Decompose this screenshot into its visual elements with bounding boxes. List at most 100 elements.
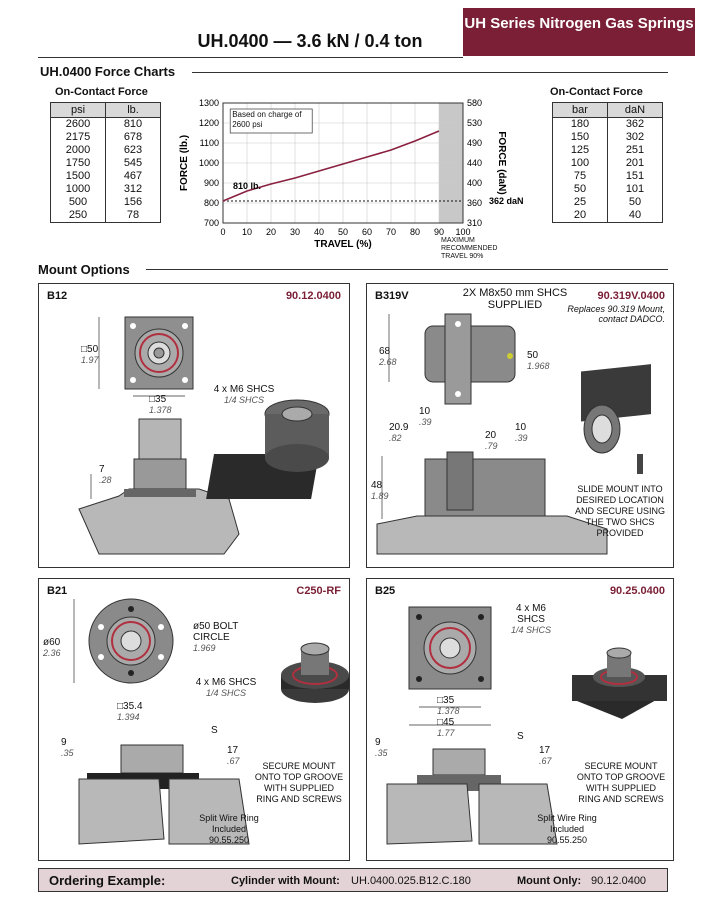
b21-screws-in: 1/4 SHCS <box>205 688 247 698</box>
mount-heading-rule <box>146 269 668 270</box>
right-cell: 302 <box>607 131 663 144</box>
left-cell: 545 <box>105 157 161 170</box>
b21-bolt-in: 1.969 <box>193 643 216 653</box>
y2-tick-label: 310 <box>467 218 482 228</box>
charge-note-box <box>229 108 313 134</box>
b319v-d48-in: 1.89 <box>371 491 389 501</box>
y-tick-label: 800 <box>204 198 219 208</box>
page-title: UH.0400 — 3.6 kN / 0.4 ton <box>197 31 423 51</box>
col-bar: bar <box>552 102 608 118</box>
b319v-name: B319V <box>375 290 409 302</box>
b21-dim-17: 17.67 <box>227 745 240 767</box>
b21-d17: 17 <box>227 745 239 756</box>
b25-d17-in: .67 <box>539 756 552 766</box>
b21-drawing <box>73 598 349 845</box>
y2-tick-label: 400 <box>467 178 482 188</box>
left-cell: 810 <box>105 117 161 131</box>
left-cell: 2175 <box>50 131 106 144</box>
b319v-drawing <box>376 313 651 555</box>
b319v-replaces: Replaces 90.319 Mount, contact DADCO. <box>567 304 665 324</box>
b21-ring: Split Wire Ring Included 90.55.250 <box>199 813 259 845</box>
b21-sq: □35.4 <box>117 701 143 712</box>
x-tick-label: 10 <box>242 227 252 237</box>
b319v-d20: 20 <box>485 430 497 441</box>
b25-dim-17: 17.67 <box>539 745 552 767</box>
b25-drawing <box>386 606 667 845</box>
b319v-d10b: 10 <box>515 422 527 433</box>
b12-screws: 4 x M6 SHCS <box>213 384 275 395</box>
right-cell: 362 <box>607 117 663 131</box>
right-cell: 50 <box>552 183 608 196</box>
shaded-note: MAXIMUM RECOMMENDED TRAVEL 90% <box>441 237 498 260</box>
right-cell: 100 <box>552 157 608 170</box>
y2-tick-label: 440 <box>467 158 482 168</box>
shaded-note-text: MAXIMUM RECOMMENDED TRAVEL 90% <box>441 237 498 260</box>
b21-note: SECURE MOUNT ONTO TOP GROOVE WITH SUPPLI… <box>254 761 344 804</box>
y-tick-label: 700 <box>204 218 219 228</box>
right-cell: 125 <box>552 144 608 157</box>
b319v-dim-10b: 10.39 <box>515 422 528 444</box>
b319v-dim-10a: 10.39 <box>419 406 432 428</box>
b12-sq-in: 1.97 <box>81 355 99 365</box>
b12-bc: □35 <box>149 394 167 405</box>
y2-axis-label: FORCE (daN) <box>496 131 507 194</box>
right-cell: 180 <box>552 117 608 131</box>
right-table-title: On-Contact Force <box>550 86 643 98</box>
left-cell: 1500 <box>50 170 106 183</box>
b25-code: 90.25.0400 <box>609 585 665 597</box>
b25-d9-in: .35 <box>375 748 388 758</box>
b21-dia-in: 2.36 <box>43 648 61 658</box>
b319v-d68: 68 <box>379 346 391 357</box>
right-cell: 40 <box>607 209 663 223</box>
force-heading-rule <box>192 72 668 73</box>
charge-note-text: Based on charge of 2600 psi <box>232 110 302 129</box>
b12-bc-in: 1.378 <box>149 405 172 415</box>
b319v-d50-in: 1.968 <box>527 361 550 371</box>
x-tick-label: 0 <box>220 227 225 237</box>
x-tick-label: 60 <box>362 227 372 237</box>
left-cell: 156 <box>105 196 161 209</box>
right-cell: 151 <box>607 170 663 183</box>
right-cell: 20 <box>552 209 608 223</box>
y2-tick-label: 490 <box>467 138 482 148</box>
b319v-code: 90.319V.0400 <box>597 290 666 302</box>
left-cell: 2000 <box>50 144 106 157</box>
b319v-d50: 50 <box>527 350 539 361</box>
b12-dim-h: 7.28 <box>99 464 112 486</box>
x-axis-label: TRAVEL (%) <box>314 239 371 250</box>
y-tick-label: 900 <box>204 178 219 188</box>
series-text: UH Series Nitrogen Gas Springs <box>464 15 694 32</box>
right-cell: 75 <box>552 170 608 183</box>
right-cell: 25 <box>552 196 608 209</box>
b319v-d10b-in: .39 <box>515 433 528 443</box>
b12-drawing <box>78 316 330 555</box>
b319v-d209: 20.9 <box>389 422 409 433</box>
b21-code: C250-RF <box>296 585 341 597</box>
b25-sq45: □45 <box>437 717 455 728</box>
x-tick-label: 20 <box>266 227 276 237</box>
right-cell: 50 <box>607 196 663 209</box>
y-tick-label: 1100 <box>200 138 219 148</box>
b21-d9: 9 <box>61 737 67 748</box>
b12-screws-in: 1/4 SHCS <box>223 395 265 405</box>
y-axis-label: FORCE (lb.) <box>179 135 190 191</box>
b12-h-in: .28 <box>99 475 112 485</box>
b12-sq: □50 <box>81 344 99 355</box>
